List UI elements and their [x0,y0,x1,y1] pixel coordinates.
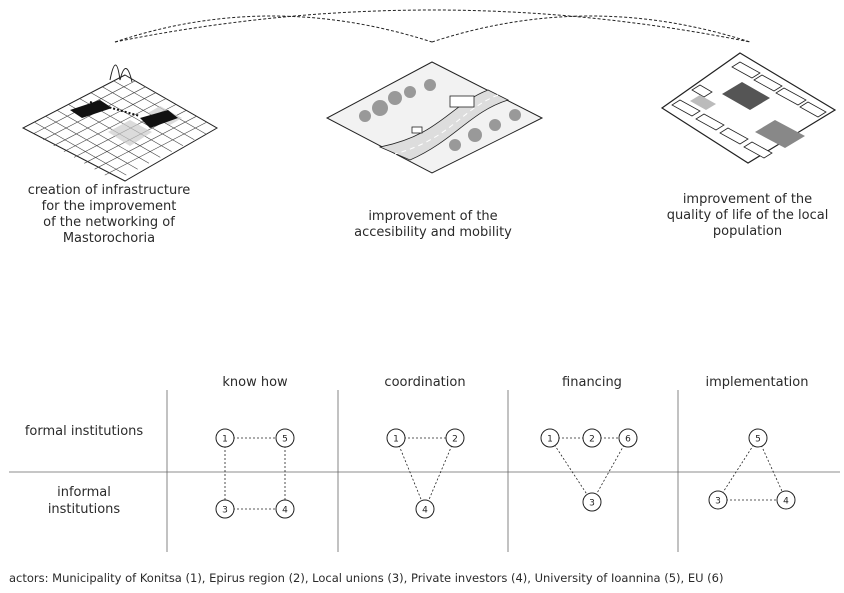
svg-text:3: 3 [222,506,228,516]
svg-text:2: 2 [452,435,458,445]
network-know-how: 1 5 3 4 [215,428,295,519]
link-6-3 [591,437,629,503]
network-links [549,437,629,503]
node-4: 4 [275,499,295,519]
node-4: 4 [415,499,435,519]
infrastructure-illustration [21,64,219,182]
svg-text:1: 1 [547,435,553,445]
link-5-3 [717,437,759,501]
arc-center-right [431,15,751,43]
plots-illustration [660,52,837,164]
column-header-coordination: coordination [384,375,466,390]
svg-text:1: 1 [393,435,399,445]
actors-legend: actors: Municipality of Konitsa (1), Epi… [9,571,724,585]
svg-text:5: 5 [282,435,288,445]
caption-infrastructure: creation of infrastructure for the impro… [27,183,191,246]
row-label-informal: informal institutions [47,485,121,517]
network-coordination: 1 2 4 [386,428,465,519]
node-3: 3 [215,499,235,519]
node-1: 1 [540,428,560,448]
svg-text:6: 6 [625,435,631,445]
svg-text:1: 1 [222,435,228,445]
link-2-4 [424,437,456,510]
svg-text:3: 3 [589,499,595,509]
arc-left-center [114,15,433,43]
column-header-implementation: implementation [705,375,809,390]
svg-text:4: 4 [783,497,789,507]
network-links [224,437,286,510]
caption-quality: improvement of the quality of life of th… [666,192,829,239]
svg-text:2: 2 [589,435,595,445]
svg-text:4: 4 [422,506,428,516]
link-5-4 [757,437,787,501]
link-1-3 [549,437,593,503]
node-6: 6 [618,428,638,448]
node-1: 1 [386,428,406,448]
svg-text:5: 5 [755,435,761,445]
network-financing: 1 2 6 3 [540,428,638,512]
node-2: 2 [582,428,602,448]
link-1-4 [395,437,426,510]
road-illustration [325,61,544,174]
network-links [395,437,456,510]
node-1: 1 [215,428,235,448]
node-5: 5 [748,428,768,448]
row-label-formal: formal institutions [24,424,144,439]
svg-text:3: 3 [715,497,721,507]
table-grid [9,390,840,552]
node-4: 4 [776,490,796,510]
node-3: 3 [708,490,728,510]
node-3: 3 [582,492,602,512]
node-2: 2 [445,428,465,448]
network-links [717,437,787,501]
connection-arcs [114,9,751,43]
node-5: 5 [275,428,295,448]
network-implementation: 5 3 4 [708,428,796,510]
column-header-financing: financing [562,375,622,390]
column-header-know-how: know how [222,375,288,390]
caption-accessibility: improvement of the accesibility and mobi… [354,209,512,240]
arc-left-right [114,9,751,43]
svg-text:4: 4 [282,506,288,516]
